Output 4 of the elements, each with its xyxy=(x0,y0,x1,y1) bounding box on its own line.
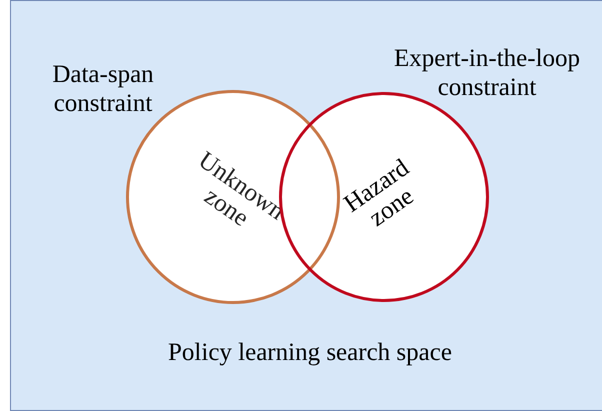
constraint-label: Data-span constraint xyxy=(51,61,155,118)
constraint-label: Expert-in-the-loop constraint xyxy=(392,45,582,102)
search-space-panel xyxy=(10,0,602,411)
space-label: Policy learning search space xyxy=(167,338,453,368)
